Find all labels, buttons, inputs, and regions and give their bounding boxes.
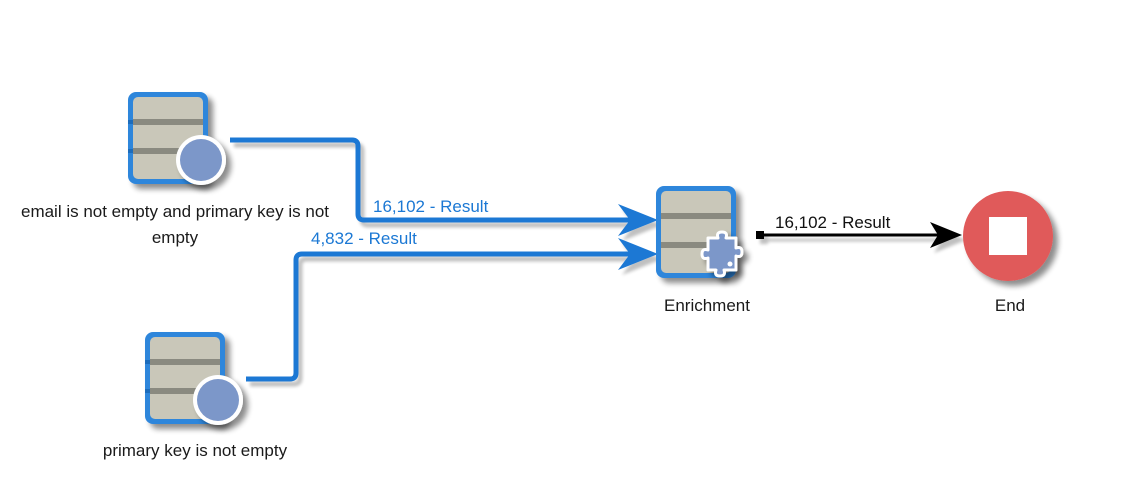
edge-label-query2: 4,832 - Result [311,229,417,248]
arrowhead [618,238,658,270]
enrichment-node-label: Enrichment [664,296,750,315]
query-badge-icon [193,375,243,425]
end-node-label: End [994,296,1026,315]
edge-enrichment-to-end[interactable] [756,222,962,248]
end-node[interactable] [963,191,1053,281]
query-node-2[interactable] [145,332,243,425]
arrowhead [930,222,962,248]
arrowhead [618,204,658,236]
query-badge-icon [176,135,226,185]
query-node-1[interactable] [128,92,226,185]
stop-icon [989,217,1027,255]
edge-query1-to-enrichment[interactable] [230,137,658,236]
query-node-2-label: primary key is not empty [102,441,288,460]
edge-label-query1: 16,102 - Result [373,197,489,216]
query-node-1-label: email is not empty and primary key is no… [20,202,329,247]
enrichment-node[interactable] [656,186,744,278]
edge-query2-to-enrichment[interactable] [246,238,658,382]
puzzle-icon [700,230,744,278]
edge-label-enrichment: 16,102 - Result [775,213,891,232]
